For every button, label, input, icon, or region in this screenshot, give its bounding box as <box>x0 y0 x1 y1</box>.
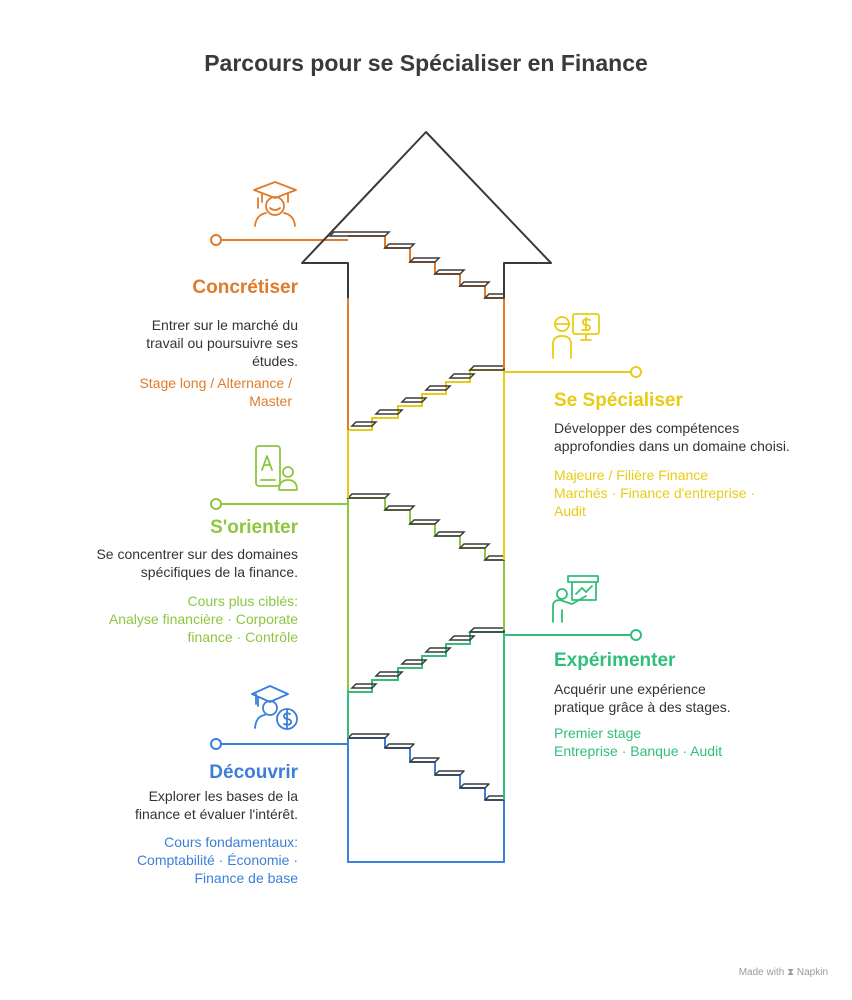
desc-line: pratique grâce à des stages. <box>554 699 731 715</box>
detail-experimenter: Premier stage Entreprise · Banque · Audi… <box>554 724 722 760</box>
detail-line: Premier stage <box>554 725 642 741</box>
heading-orienter: S'orienter <box>210 517 298 538</box>
detail-line: Master <box>249 393 292 409</box>
desc-specialiser: Développer des compétences approfondies … <box>554 419 790 455</box>
stage-decouvrir-section <box>210 733 505 863</box>
desc-line: Entrer sur le marché du <box>151 317 298 333</box>
desc-line: Acquérir une expérience <box>554 681 706 697</box>
desc-line: Développer des compétences <box>554 420 740 436</box>
detail-line: finance · Contrôle <box>187 629 298 645</box>
detail-line: Finance de base <box>194 870 298 886</box>
heading-specialiser: Se Spécialiser <box>554 390 683 411</box>
detail-line: Majeure / Filière Finance <box>554 467 709 483</box>
desc-orienter: Se concentrer sur des domaines spécifiqu… <box>96 545 298 581</box>
graduate-money-icon <box>251 685 298 730</box>
desc-decouvrir: Explorer les bases de la finance et éval… <box>135 787 298 823</box>
student-card-icon <box>255 445 298 491</box>
heading-decouvrir: Découvrir <box>209 762 298 783</box>
detail-orienter: Cours plus ciblés: Analyse financière · … <box>109 592 298 646</box>
desc-line: approfondies dans un domaine choisi. <box>554 438 790 454</box>
detail-specialiser: Majeure / Filière Finance Marchés · Fina… <box>554 466 755 520</box>
detail-concretiser: Stage long / Alternance / Master <box>139 374 292 410</box>
graduate-icon <box>253 181 297 227</box>
desc-concretiser: Entrer sur le marché du travail ou pours… <box>146 316 298 370</box>
detail-line: Audit <box>554 503 586 519</box>
heading-concretiser: Concrétiser <box>192 277 298 298</box>
desc-line: Se concentrer sur des domaines <box>96 546 298 562</box>
heading-experimenter: Expérimenter <box>554 650 676 671</box>
desc-experimenter: Acquérir une expérience pratique grâce à… <box>554 680 731 716</box>
footer-credit: Made with ⧗ Napkin <box>738 967 828 978</box>
desc-line: travail ou poursuivre ses <box>146 335 298 351</box>
detail-line: Analyse financière · Corporate <box>108 611 298 627</box>
detail-line: Cours fondamentaux: <box>164 834 298 850</box>
detail-line: Comptabilité · Économie · <box>136 852 298 868</box>
detail-line: Marchés · Finance d'entreprise · <box>554 485 756 501</box>
desc-line: études. <box>252 353 298 369</box>
detail-line: Cours plus ciblés: <box>187 593 299 609</box>
finance-monitor-icon <box>552 313 600 359</box>
page-title: Parcours pour se Spécialiser en Finance <box>204 50 648 76</box>
presenter-board-icon <box>552 575 599 623</box>
stage-specialiser-section <box>347 365 642 560</box>
detail-line: Entreprise · Banque · Audit <box>554 743 723 759</box>
desc-line: Explorer les bases de la <box>148 788 298 804</box>
desc-line: finance et évaluer l'intérêt. <box>135 806 298 822</box>
arrow-head <box>301 131 552 298</box>
stage-experimenter-section <box>347 627 642 800</box>
stage-orienter-section <box>210 493 505 690</box>
detail-line: Stage long / Alternance / <box>139 375 292 391</box>
desc-line: spécifiques de la finance. <box>140 564 298 580</box>
detail-decouvrir: Cours fondamentaux: Comptabilité · Écono… <box>137 833 298 887</box>
